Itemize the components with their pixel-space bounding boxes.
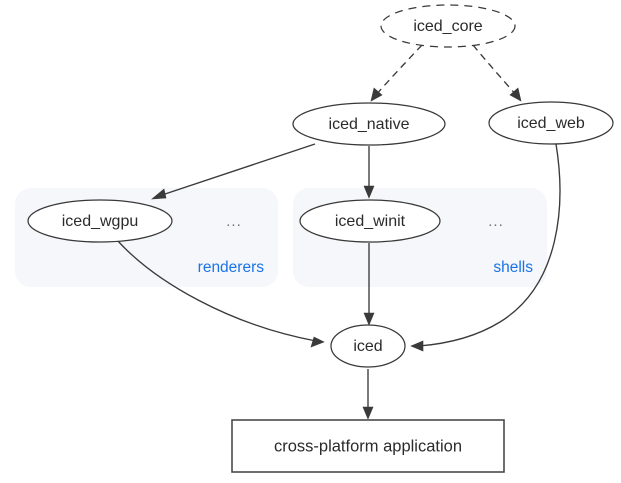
node-iced-winit-shape[interactable]	[299, 199, 441, 243]
arrowhead-winit-iced	[363, 312, 375, 326]
arrowhead-native-wgpu	[151, 188, 167, 200]
node-iced-shape[interactable]	[330, 324, 406, 368]
node-iced-core-label: iced_core	[413, 18, 482, 35]
node-cross-platform-application[interactable]: cross-platform application	[231, 419, 505, 473]
cluster-renderers-ellipsis: ...	[226, 213, 242, 230]
node-iced-wgpu-shape[interactable]	[27, 199, 173, 243]
node-iced-web-shape[interactable]	[488, 101, 614, 145]
node-iced-web[interactable]: iced_web	[488, 101, 614, 145]
node-iced-winit[interactable]: iced_winit	[299, 199, 441, 243]
edge-path-native-wgpu	[158, 143, 316, 197]
edge-path-wgpu-iced	[116, 239, 317, 342]
edge-path-core-native	[374, 44, 423, 97]
node-iced-core-shape[interactable]	[380, 4, 516, 48]
arrowhead-native-winit	[363, 185, 375, 199]
node-application-label: cross-platform application	[274, 437, 462, 455]
edge-path-core-web	[472, 44, 518, 97]
edge-iced-native-to-iced-wgpu	[151, 143, 316, 200]
node-iced-native[interactable]: iced_native	[292, 102, 446, 146]
cluster-renderers-label: renderers	[198, 259, 265, 276]
node-iced-wgpu[interactable]: iced_wgpu	[27, 199, 173, 243]
node-iced-winit-label: iced_winit	[335, 213, 406, 230]
node-iced-core[interactable]: iced_core	[380, 4, 516, 48]
edge-iced-native-to-iced-winit	[363, 146, 375, 199]
cluster-shells-label: shells	[493, 259, 533, 276]
edge-path-web-iced	[418, 143, 561, 347]
edge-iced-web-to-iced	[410, 143, 561, 352]
arrowhead-iced-app	[362, 406, 374, 420]
node-iced-wgpu-label: iced_wgpu	[62, 213, 139, 230]
edge-iced-winit-to-iced	[363, 243, 375, 326]
edge-iced-core-to-iced-native	[370, 44, 423, 102]
cluster-shells-ellipsis: ...	[488, 213, 504, 230]
node-application-shape[interactable]	[231, 419, 505, 473]
edge-iced-core-to-iced-web	[472, 44, 522, 102]
edge-iced-to-application	[362, 369, 374, 420]
arrowhead-core-native	[370, 87, 383, 102]
node-iced-web-label: iced_web	[517, 115, 585, 132]
arrowhead-core-web	[509, 87, 522, 102]
node-iced-native-label: iced_native	[329, 116, 410, 133]
node-iced-native-shape[interactable]	[292, 102, 446, 146]
node-iced[interactable]: iced	[330, 324, 406, 368]
arrowhead-web-iced	[410, 340, 424, 352]
node-iced-label: iced	[353, 338, 382, 355]
edge-iced-wgpu-to-iced	[116, 239, 325, 348]
arrowhead-wgpu-iced	[310, 336, 325, 348]
